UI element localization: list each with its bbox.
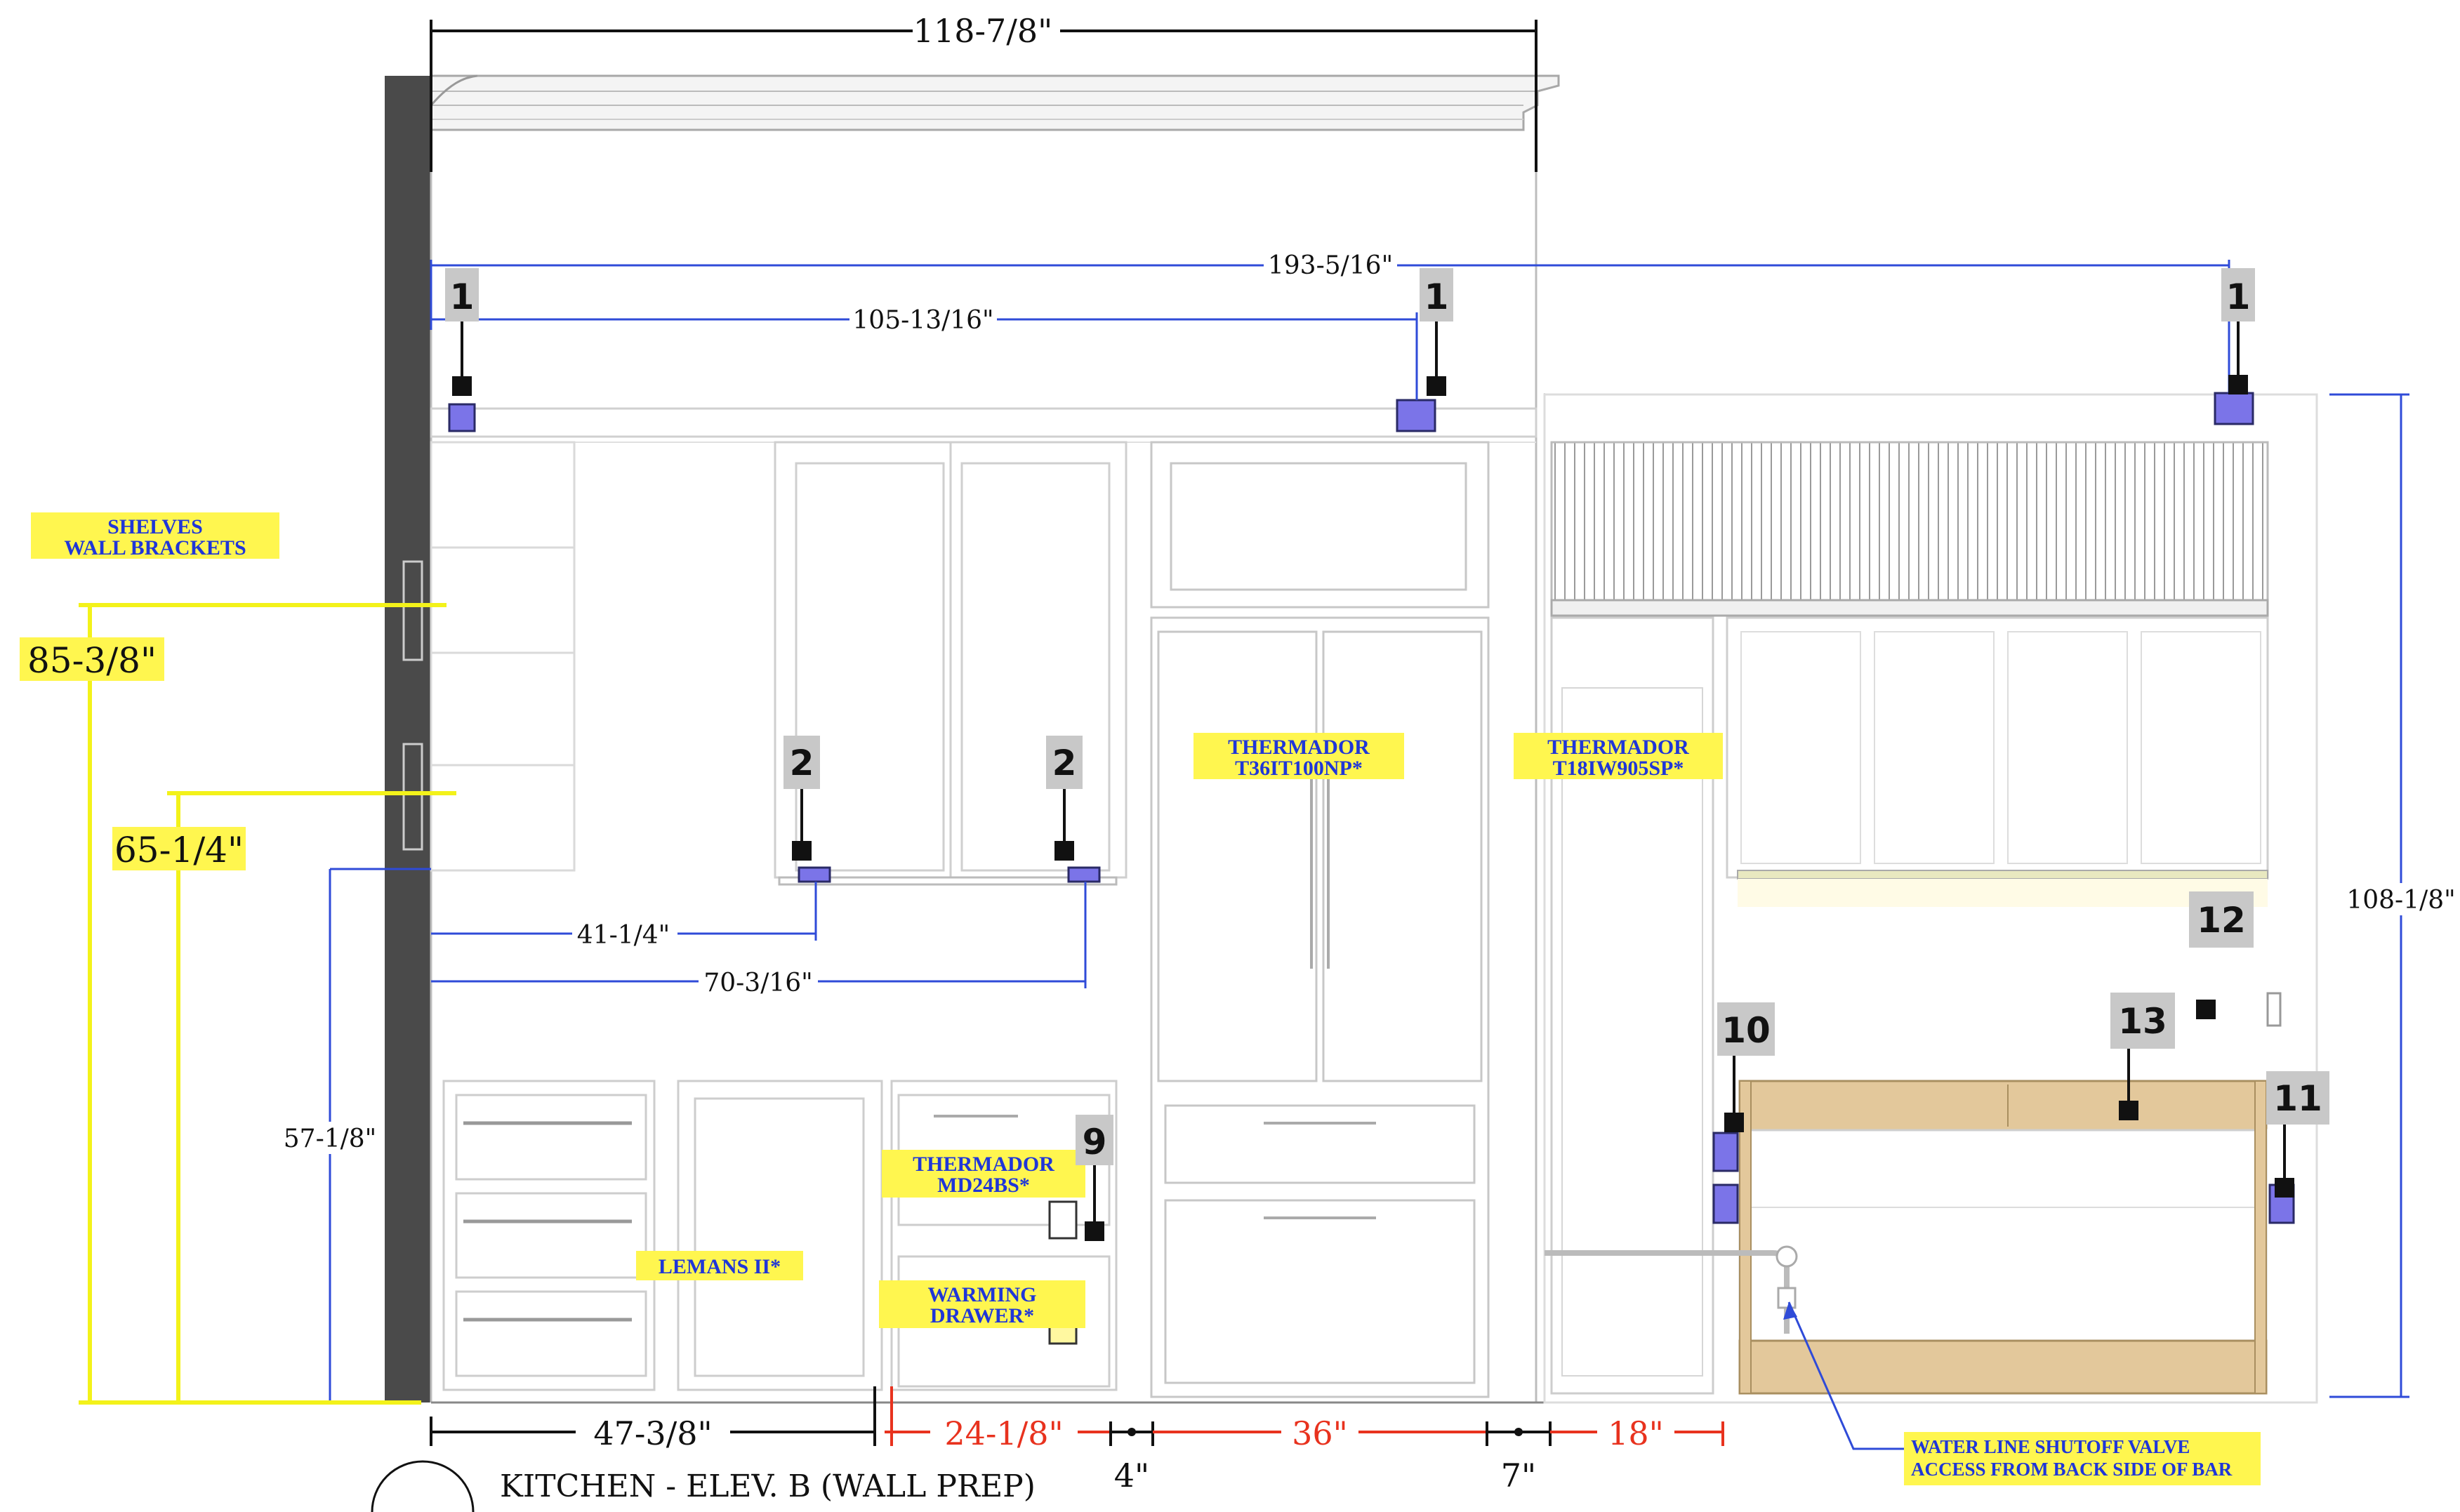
yellow-label-85 [20, 637, 164, 681]
marker-2: 2 [790, 743, 814, 783]
dimension-24: 24-1/8" [944, 1414, 1063, 1452]
label-thermador-wine-model: T18IW905SP* [1553, 757, 1684, 780]
light-fixture [448, 403, 476, 432]
title-block: KITCHEN - ELEV. B (WALL PREP) [371, 1460, 1036, 1512]
dimension-36: 36" [1292, 1414, 1348, 1452]
label-thermador-fridge: THERMADOR [1228, 736, 1370, 759]
marker-2: 2 [1052, 743, 1077, 783]
dimension-blue-long: 193-5/16" [1268, 251, 1393, 280]
dimension-70: 70-3/16" [703, 969, 812, 997]
markers: 1 1 1 2 2 9 10 11 [445, 268, 2329, 1241]
marker-10: 10 [1721, 1010, 1771, 1051]
label-warming: WARMING [928, 1283, 1037, 1306]
upper-soffit [430, 407, 1538, 443]
wall-structure [385, 76, 2317, 1404]
top-dimension: 118-7/8" [430, 10, 1538, 172]
drawing-title: KITCHEN - ELEV. B (WALL PREP) [500, 1468, 1036, 1504]
under-cabinet-light [1067, 866, 1101, 883]
left-shelving [430, 441, 576, 872]
marker-1: 1 [450, 277, 475, 317]
marker-13: 13 [2118, 1001, 2167, 1042]
upper-glass-cabinets [774, 441, 1128, 886]
dimension-4: 4" [1114, 1457, 1149, 1494]
yellow-label-65 [112, 827, 246, 870]
dimension-108: 108-1/8" [2346, 886, 2455, 915]
outlet-receptacle [1048, 1200, 1078, 1240]
label-water-access: ACCESS FROM BACK SIDE OF BAR [1911, 1459, 2233, 1480]
label-thermador-drawer-model: MD24BS* [937, 1174, 1030, 1197]
dimension-18: 18" [1608, 1414, 1664, 1452]
dimension-blue-mid: 105-13/16" [852, 306, 993, 335]
dimension-85: 85-3/8" [27, 640, 157, 681]
dimension-47: 47-3/8" [593, 1414, 712, 1452]
label-water-line: WATER LINE SHUTOFF VALVE [1911, 1436, 2190, 1457]
marker-1: 1 [2226, 277, 2251, 317]
blue-dimensions [329, 260, 2409, 1402]
dimension-41: 41-1/4" [577, 921, 670, 950]
bar-area [1543, 393, 2318, 1404]
outlet-box [1712, 1132, 1739, 1172]
label-shelves: SHELVES [107, 515, 203, 538]
label-thermador-wine: THERMADOR [1547, 736, 1689, 759]
outlet-box [1712, 1183, 1739, 1224]
lower-cabinets-left [442, 1080, 1118, 1391]
marker-11: 11 [2273, 1078, 2322, 1119]
bar-countertop [1738, 1080, 2268, 1132]
crown-molding [430, 74, 1560, 131]
light-fixture [2214, 392, 2254, 425]
label-warming-drawer: DRAWER* [930, 1304, 1034, 1327]
water-line-leader [1787, 1301, 1904, 1450]
dimension-57: 57-1/8" [284, 1125, 376, 1153]
label-wall-brackets: WALL BRACKETS [64, 536, 246, 559]
label-lemans: LEMANS II* [659, 1255, 781, 1278]
left-wall-panel [385, 76, 431, 1402]
label-thermador-fridge-model: T36IT100NP* [1235, 757, 1363, 780]
marker-12: 12 [2197, 900, 2246, 941]
dimension-7: 7" [1501, 1457, 1536, 1494]
marker-9: 9 [1083, 1122, 1107, 1162]
refrigerator-column [1150, 441, 1490, 1398]
marker-1: 1 [1424, 277, 1449, 317]
dimension-65: 65-1/4" [114, 830, 244, 870]
light-fixture [1396, 399, 1436, 432]
yellow-dimensions [79, 603, 456, 1405]
under-cabinet-light [798, 866, 831, 883]
dimension-top-overall: 118-7/8" [913, 12, 1053, 50]
label-thermador-drawer: THERMADOR [913, 1153, 1054, 1176]
